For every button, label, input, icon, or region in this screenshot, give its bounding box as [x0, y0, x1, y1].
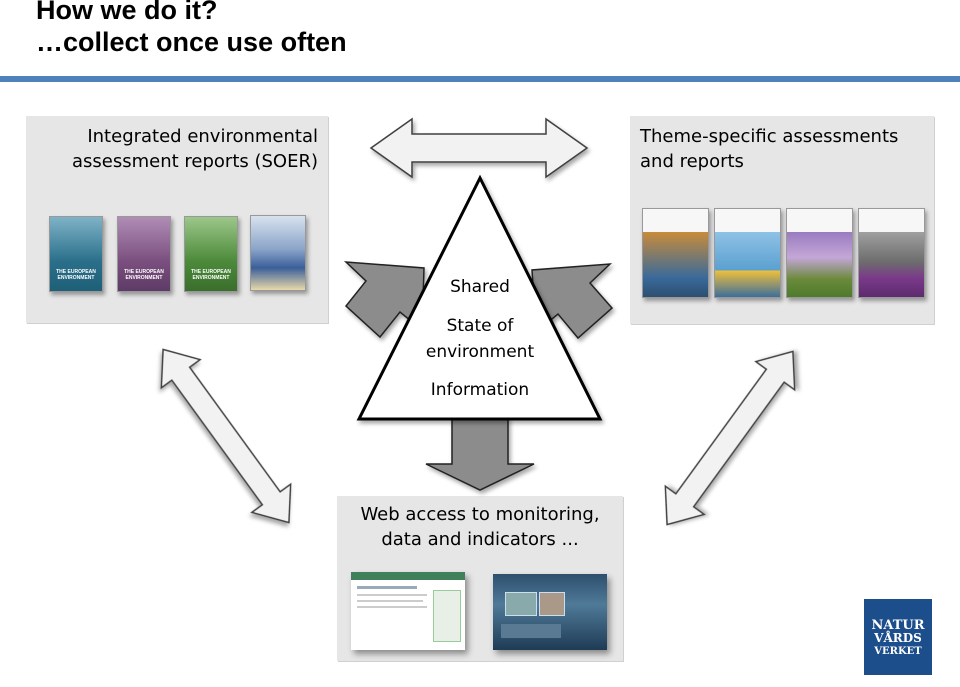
- center-state-line-2: environment: [425, 342, 535, 362]
- soer-cover-3-title: THE EUROPEAN ENVIRONMENT: [191, 269, 231, 281]
- title-line-1: How we do it?: [36, 0, 218, 25]
- web-line-1: Web access to monitoring,: [360, 504, 600, 525]
- top-double-arrow: [369, 117, 589, 179]
- logo-line-1: NATUR: [871, 618, 925, 633]
- slide-title: How we do it? …collect once use often: [36, 0, 347, 58]
- theme-panel: Theme-specific assessments and reports: [630, 116, 934, 324]
- shared-information-triangle: [356, 174, 603, 421]
- logo-line-3: VERKET: [874, 646, 922, 657]
- logo-line-2: VÅRDS: [874, 631, 922, 645]
- theme-report-3: [786, 208, 853, 298]
- bottom-outflow-arrow: [425, 416, 535, 491]
- web-panel-text: Web access to monitoring, data and indic…: [337, 502, 623, 552]
- soer-line-1: Integrated environmental: [87, 126, 318, 147]
- theme-line-1: Theme-specific assessments: [640, 126, 899, 147]
- soer-cover-2: THE EUROPEAN ENVIRONMENT: [117, 216, 171, 292]
- center-state-line-1: State of: [446, 316, 514, 336]
- soer-cover-1-title: THE EUROPEAN ENVIRONMENT: [56, 269, 96, 281]
- theme-report-1: [642, 208, 709, 298]
- web-screenshot-2: [493, 574, 607, 650]
- soer-panel: Integrated environmental assessment repo…: [26, 116, 328, 323]
- web-screenshot-1: [351, 572, 465, 650]
- web-line-2: data and indicators ...: [381, 529, 579, 550]
- soer-cover-4: [250, 215, 306, 291]
- title-rule: [0, 76, 960, 82]
- center-shared: Shared: [450, 277, 510, 297]
- soer-panel-text: Integrated environmental assessment repo…: [38, 124, 318, 174]
- left-diagonal-arrow: [160, 348, 292, 524]
- soer-cover-3: THE EUROPEAN ENVIRONMENT: [184, 216, 238, 292]
- soer-cover-1: THE EUROPEAN ENVIRONMENT: [49, 216, 103, 292]
- theme-report-2: [714, 208, 781, 298]
- soer-cover-2-title: THE EUROPEAN ENVIRONMENT: [124, 269, 164, 281]
- soer-line-2: assessment reports (SOER): [71, 151, 318, 172]
- theme-report-4: [858, 208, 925, 298]
- naturvardsverket-logo: NATUR VÅRDS VERKET: [864, 599, 932, 675]
- title-line-2: …collect once use often: [36, 27, 347, 57]
- theme-panel-text: Theme-specific assessments and reports: [640, 124, 930, 174]
- theme-line-2: and reports: [640, 151, 744, 172]
- center-information: Information: [430, 380, 530, 400]
- web-panel: Web access to monitoring, data and indic…: [337, 496, 623, 661]
- right-diagonal-arrow: [664, 350, 796, 526]
